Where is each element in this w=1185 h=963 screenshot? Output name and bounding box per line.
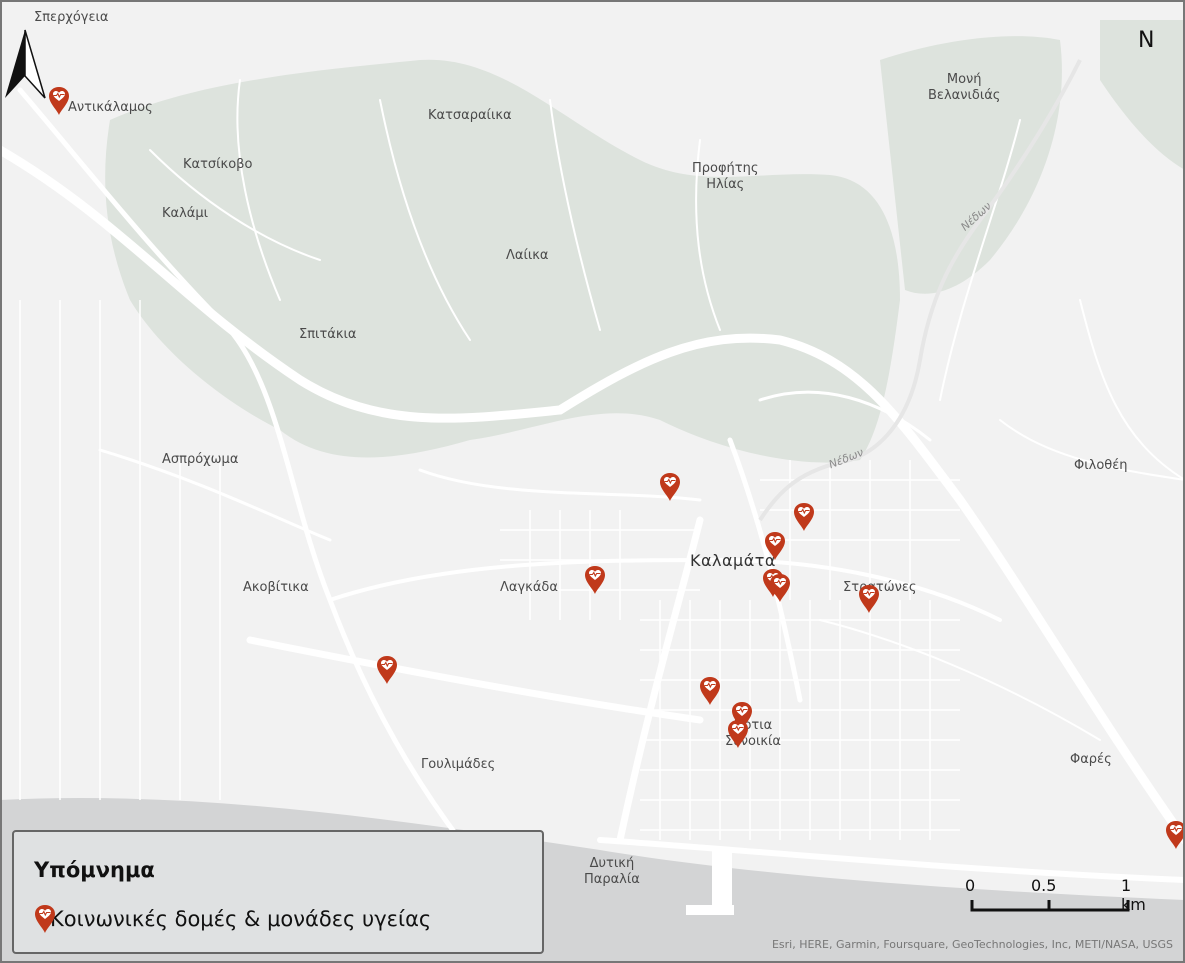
health-facility-marker[interactable]	[1165, 820, 1185, 850]
health-facility-marker[interactable]	[764, 531, 786, 561]
scale-bar-line	[970, 900, 1130, 912]
legend-item-label: Κοινωνικές δομές & μονάδες υγείας	[50, 907, 432, 931]
heart-pulse-pin-icon	[377, 656, 397, 684]
health-facility-marker[interactable]	[727, 719, 749, 749]
health-facility-marker[interactable]	[376, 655, 398, 685]
place-label-katsikovo: Κατσίκοβο	[183, 157, 253, 172]
place-label-goulimades: Γουλιμάδες	[421, 757, 496, 772]
place-label-spitakia: Σπιτάκια	[299, 327, 357, 342]
heart-pulse-pin-icon	[794, 503, 814, 531]
place-label-fares: Φαρές	[1070, 752, 1112, 767]
place-label-antikalamos: Αντικάλαμος	[68, 100, 153, 115]
place-label-profitis-ilias: Προφήτης Ηλίας	[692, 161, 759, 192]
health-facility-marker[interactable]	[731, 701, 753, 731]
place-label-asprochoma: Ασπρόχωμα	[162, 452, 239, 467]
place-label-dytiki-paralia: Δυτική Παραλία	[584, 856, 640, 887]
scale-tick-0-5: 0.5	[1031, 876, 1057, 895]
place-label-filothei: Φιλοθέη	[1074, 458, 1128, 473]
heart-pulse-pin-icon	[35, 905, 55, 933]
place-label-katsaraika: Κατσαραίικα	[428, 108, 512, 123]
place-label-akovitika: Ακοβίτικα	[243, 580, 309, 595]
health-facility-marker[interactable]	[699, 676, 721, 706]
health-facility-marker[interactable]	[659, 472, 681, 502]
north-arrow-icon	[5, 29, 46, 99]
place-label-moni-velanidias: Μονή Βελανιδιάς	[928, 72, 1001, 103]
heart-pulse-pin-icon	[660, 473, 680, 501]
health-facility-marker[interactable]	[858, 584, 880, 614]
heart-pulse-pin-icon	[700, 677, 720, 705]
legend-item-health-facilities: Κοινωνικές δομές & μονάδες υγείας	[34, 904, 431, 934]
north-arrow-letter: N	[1138, 28, 1155, 53]
scale-bar: 0 0.5 1 km	[965, 876, 1146, 936]
health-facility-marker[interactable]	[584, 565, 606, 595]
scale-tick-0: 0	[965, 876, 976, 895]
legend-panel: Υπόμνημα Κοινωνικές δομές & μονάδες υγεί…	[12, 830, 544, 954]
heart-pulse-pin-icon	[585, 566, 605, 594]
health-facility-marker[interactable]	[769, 573, 791, 603]
heart-pulse-pin-icon	[728, 720, 748, 748]
health-facility-marker[interactable]	[48, 86, 70, 116]
heart-pulse-pin-icon	[1166, 821, 1185, 849]
place-label-kalami: Καλάμι	[162, 206, 209, 221]
place-label-kalamata: Καλαμάτα	[690, 551, 776, 570]
heart-pulse-pin-icon	[49, 87, 69, 115]
legend-title: Υπόμνημα	[34, 858, 155, 882]
heart-pulse-pin-icon	[859, 585, 879, 613]
map-attribution: Esri, HERE, Garmin, Foursquare, GeoTechn…	[771, 938, 1173, 951]
place-label-laika: Λαίικα	[506, 248, 549, 263]
place-label-lagkada: Λαγκάδα	[500, 580, 558, 595]
place-label-sperchogeia: Σπερχόγεια	[34, 10, 109, 25]
heart-pulse-pin-icon	[770, 574, 790, 602]
health-facility-marker[interactable]	[793, 502, 815, 532]
heart-pulse-pin-icon	[765, 532, 785, 560]
heart-pulse-pin-icon	[732, 702, 752, 730]
